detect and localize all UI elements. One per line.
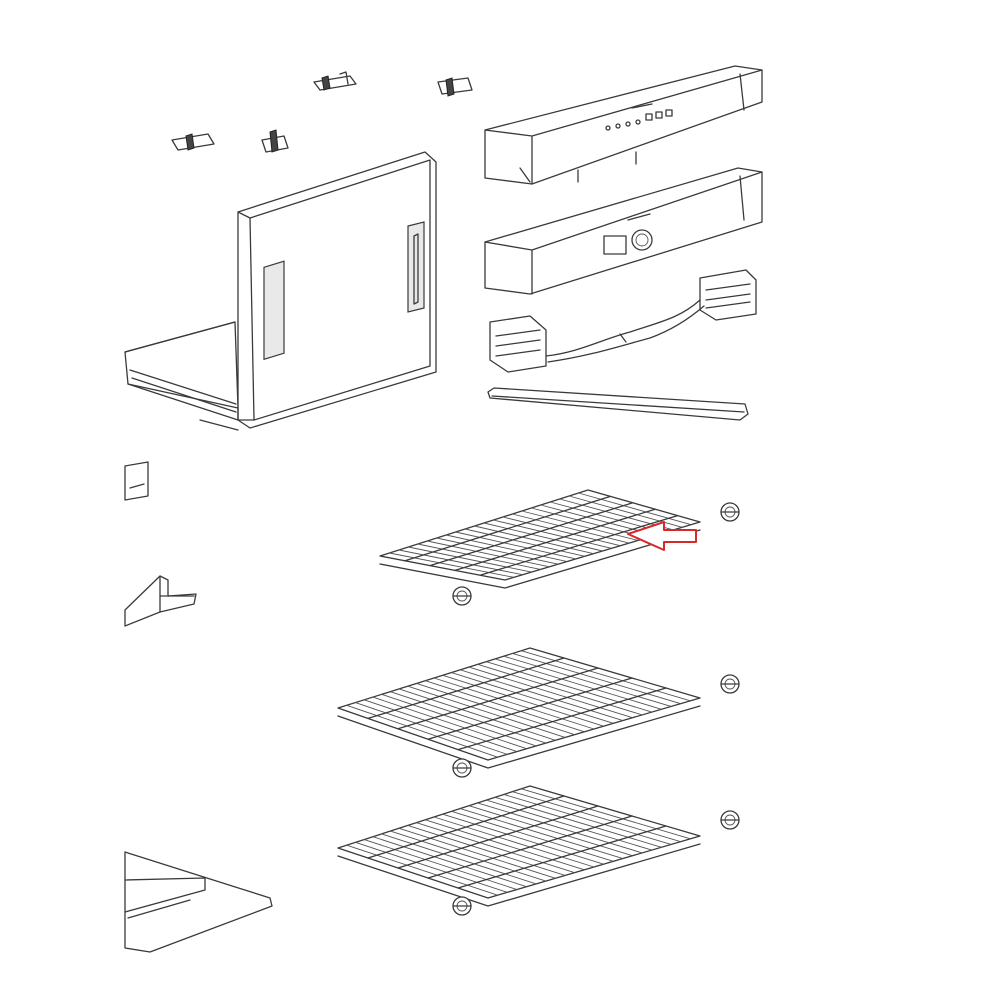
oven-door (237, 151, 437, 429)
hinge-clip-1 (313, 71, 357, 91)
rack-roller-right-1 (720, 502, 740, 522)
top-oven-rack (379, 489, 701, 589)
hinge-clip-3 (171, 133, 215, 151)
cooktop-panel (124, 851, 273, 953)
oven-drawer (124, 321, 239, 431)
side-bracket-upper (124, 461, 149, 501)
rack-roller-left-2 (452, 758, 472, 778)
connector-right (699, 269, 757, 321)
rack-roller-right-2 (720, 674, 740, 694)
door-handle-slot-left (263, 260, 285, 361)
wiring-harness (489, 269, 757, 373)
side-shelf-bracket (124, 575, 197, 627)
hinge-clip-4 (261, 129, 289, 153)
hinge-clip-2 (437, 77, 473, 97)
trim-rail (487, 387, 749, 421)
control-panel-upper (484, 65, 763, 185)
rack-roller-left-1 (452, 586, 472, 606)
control-panel-lower (484, 167, 763, 295)
control-knob (631, 229, 653, 251)
control-buttons-row (605, 103, 673, 131)
bottom-oven-rack (337, 785, 701, 907)
oven-racks (337, 489, 701, 907)
middle-oven-rack (337, 647, 701, 769)
highlight-arrow (627, 521, 697, 551)
rack-roller-left-3 (452, 896, 472, 916)
display-window (603, 235, 627, 255)
rack-roller-right-3 (720, 810, 740, 830)
connector-left (489, 315, 547, 373)
door-handle-slot-right (407, 221, 425, 313)
